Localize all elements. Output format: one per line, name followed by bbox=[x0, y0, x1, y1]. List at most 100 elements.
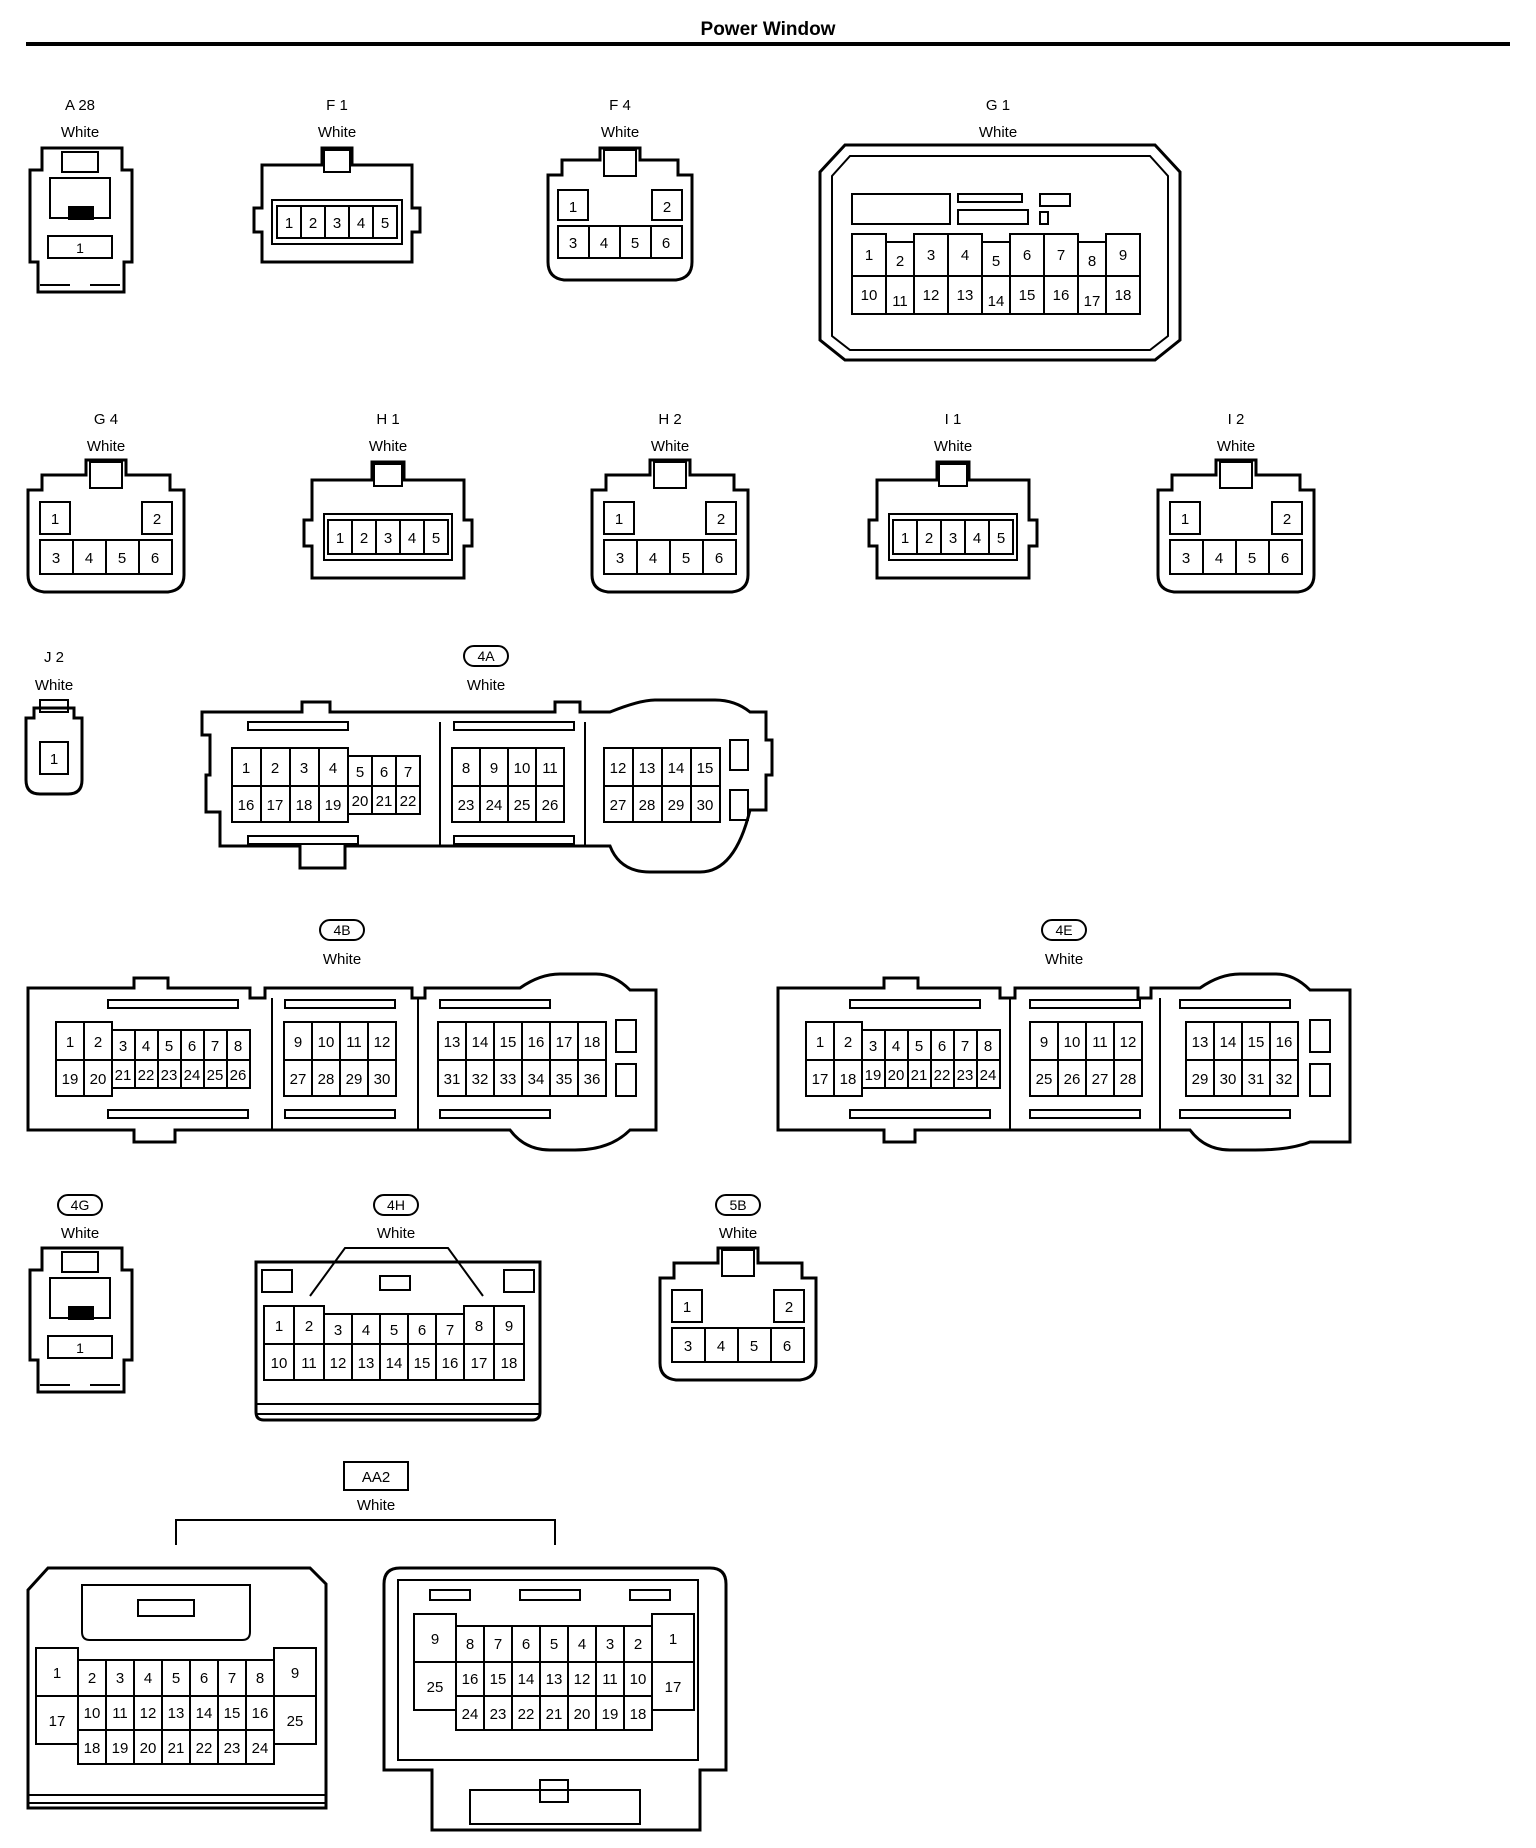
pin bbox=[483, 1695, 513, 1731]
pin-label: 6 bbox=[200, 1670, 208, 1687]
pin-label: 18 bbox=[501, 1355, 518, 1372]
pin-label: 18 bbox=[84, 1740, 101, 1757]
pin-label: 12 bbox=[610, 760, 627, 777]
pin-label: 5 bbox=[631, 235, 639, 252]
pin-label: 14 bbox=[472, 1034, 489, 1051]
pin-label: 6 bbox=[662, 235, 670, 252]
pin-label: 3 bbox=[116, 1670, 124, 1687]
pin-label: 5 bbox=[1248, 550, 1256, 567]
pin-label: 28 bbox=[318, 1071, 335, 1088]
pin-label: 21 bbox=[376, 793, 393, 810]
pin-label: 16 bbox=[1053, 287, 1070, 304]
pin-label: 29 bbox=[668, 797, 685, 814]
pin bbox=[595, 1661, 625, 1697]
pin bbox=[138, 539, 173, 575]
pin-label: 7 bbox=[494, 1636, 502, 1653]
pin-label: 4 bbox=[142, 1038, 150, 1055]
pin-label: 10 bbox=[271, 1355, 288, 1372]
pin-label: 9 bbox=[490, 760, 498, 777]
pin-label: 13 bbox=[1192, 1034, 1209, 1051]
pin-row: 1 2 3 4 5 bbox=[276, 205, 398, 239]
pin bbox=[189, 1729, 219, 1765]
pin-label: 2 bbox=[925, 530, 933, 547]
pin bbox=[650, 225, 683, 259]
connector-label: 4E bbox=[1055, 922, 1072, 938]
pin bbox=[702, 539, 737, 575]
pin-label: 4 bbox=[578, 1636, 586, 1653]
pin-label: 27 bbox=[610, 797, 627, 814]
pin-label: 4 bbox=[973, 530, 981, 547]
connector-label: I 2 bbox=[1228, 411, 1245, 428]
pin-label: 7 bbox=[228, 1670, 236, 1687]
pin-label: 21 bbox=[115, 1067, 132, 1084]
pin bbox=[245, 1695, 275, 1731]
pin-grid: 1 2 3 4 5 6 7 8 9 10 11 12 13 14 15 16 1… bbox=[55, 1021, 607, 1097]
pin bbox=[348, 205, 374, 239]
pin-label: 36 bbox=[584, 1071, 601, 1088]
pin-label: 21 bbox=[168, 1740, 185, 1757]
pin-label: 3 bbox=[52, 550, 60, 567]
pin bbox=[351, 1343, 381, 1381]
pin bbox=[35, 1647, 79, 1697]
pin-label: 13 bbox=[957, 287, 974, 304]
pin bbox=[833, 1059, 863, 1097]
pin bbox=[77, 1659, 107, 1697]
connector-4a: 4A White 1 2 3 4 5 6 7 8 9 10 11 12 13 1… bbox=[200, 645, 774, 874]
pin-label: 26 bbox=[230, 1067, 247, 1084]
pin-label: 12 bbox=[140, 1705, 157, 1722]
pin-label: 1 bbox=[76, 240, 84, 256]
pin bbox=[231, 747, 262, 787]
pin-label: 23 bbox=[957, 1067, 974, 1084]
pin-label: 30 bbox=[374, 1071, 391, 1088]
pin-label: 3 bbox=[333, 215, 341, 232]
pin bbox=[988, 519, 1014, 555]
pin-label: 24 bbox=[462, 1706, 479, 1723]
pin bbox=[371, 755, 397, 787]
pin bbox=[455, 1695, 485, 1731]
pin-label: 2 bbox=[271, 760, 279, 777]
pin bbox=[161, 1695, 191, 1731]
pin-label: 19 bbox=[325, 797, 342, 814]
connector-color: White bbox=[61, 124, 99, 141]
pin-label: 3 bbox=[949, 530, 957, 547]
pin bbox=[773, 1289, 805, 1323]
pin-label: 16 bbox=[442, 1355, 459, 1372]
pin-label: 19 bbox=[112, 1740, 129, 1757]
pin bbox=[189, 1659, 219, 1697]
pin bbox=[39, 501, 71, 535]
pin-label: 10 bbox=[630, 1671, 647, 1688]
connector-color: White bbox=[369, 438, 407, 455]
pin-label: 1 bbox=[1181, 511, 1189, 528]
pin bbox=[603, 539, 638, 575]
pin-label: 17 bbox=[556, 1034, 573, 1051]
pin-label: 9 bbox=[431, 1631, 439, 1648]
connector-color: White bbox=[377, 1225, 415, 1242]
pin-label: 1 bbox=[669, 1631, 677, 1648]
pin-label: 25 bbox=[1036, 1071, 1053, 1088]
pin bbox=[273, 1647, 317, 1697]
pin-label: 2 bbox=[94, 1034, 102, 1051]
pin bbox=[567, 1695, 597, 1731]
pin bbox=[1105, 275, 1141, 315]
pin-label: 17 bbox=[267, 797, 284, 814]
pin-label: 10 bbox=[1064, 1034, 1081, 1051]
pin-label: 2 bbox=[634, 1636, 642, 1653]
pin-label: 5 bbox=[165, 1038, 173, 1055]
pin bbox=[324, 205, 350, 239]
pin bbox=[651, 189, 683, 221]
pin bbox=[1057, 1059, 1087, 1097]
pin-label: 5 bbox=[750, 1338, 758, 1355]
pin-label: 25 bbox=[514, 797, 531, 814]
pin-label: 1 bbox=[50, 751, 58, 768]
pin-label: 13 bbox=[168, 1705, 185, 1722]
pin-label: 8 bbox=[234, 1038, 242, 1055]
pin-label: 12 bbox=[574, 1671, 591, 1688]
pin-label: 22 bbox=[400, 793, 417, 810]
pin bbox=[423, 519, 449, 555]
pin-label: 6 bbox=[1281, 550, 1289, 567]
pin-label: 15 bbox=[500, 1034, 517, 1051]
pin bbox=[632, 747, 663, 787]
pin bbox=[395, 785, 421, 815]
pin-label: 22 bbox=[934, 1067, 951, 1084]
pin bbox=[1077, 275, 1107, 315]
